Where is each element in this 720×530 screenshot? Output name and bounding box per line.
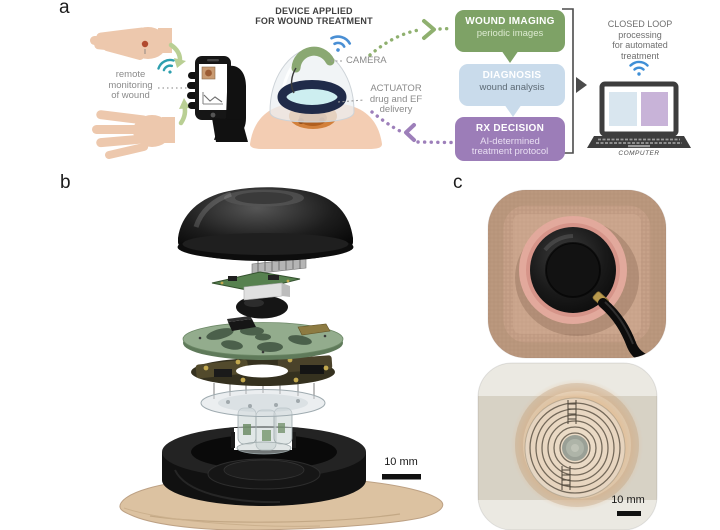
camera-cable (290, 67, 297, 94)
wound-imaging-title: WOUND IMAGING (465, 16, 555, 27)
green-cycle-arrow-bottom (178, 98, 190, 126)
bottom-hand-illustration (92, 110, 175, 159)
scale-bar-b-label: 10 mm (384, 456, 418, 468)
remote-line1: remote (115, 69, 146, 80)
closed-loop-line2: processing (618, 29, 662, 40)
rx-decision-title: RX DECISION (475, 123, 545, 134)
panel-b-label: b (60, 172, 71, 193)
remote-line3: of wound (111, 90, 150, 101)
flow-box-rx-decision: RX DECISION AI-determined treatment prot… (455, 117, 565, 161)
device-title-line2: FOR WOUND TREATMENT (255, 16, 373, 26)
scale-bar-c (617, 511, 641, 516)
closed-loop-bracket (562, 8, 587, 154)
scale-bar-b (382, 474, 421, 480)
exploded-green-disc-pcb (182, 316, 344, 360)
bubble-tail (501, 50, 520, 63)
diagnosis-subtitle: wound analysis (479, 82, 545, 93)
phone-screen-wound-photo (201, 66, 216, 80)
actuator-window (287, 88, 337, 106)
laptop-screen-right-panel (641, 92, 668, 126)
scale-bar-c-label: 10 mm (611, 494, 645, 506)
smartphone-illustration (187, 56, 248, 142)
phone-screen-chart (202, 92, 223, 105)
actuator-label: ACTUATOR drug and EF delivery (364, 83, 428, 116)
device-on-skin-illustration (250, 46, 382, 149)
closed-loop-line1: CLOSED LOOP (607, 19, 673, 29)
rx-subtitle-line1: AI-determined (480, 136, 540, 147)
rx-subtitle-line2: treatment protocol (471, 146, 549, 157)
diagnosis-title: DIAGNOSIS (482, 70, 542, 81)
remote-line2: monitoring (108, 79, 153, 91)
closed-loop-caption: CLOSED LOOP processing for automated tre… (596, 19, 684, 61)
wound-imaging-subtitle: periodic images (476, 28, 544, 39)
power-cable (598, 298, 663, 358)
device-title-line1: DEVICE APPLIED (275, 6, 353, 16)
panel-a-label: a (59, 0, 70, 18)
closed-loop-line3: for automated (612, 40, 668, 50)
phone-wifi-icon (157, 58, 175, 74)
top-hand-illustration (90, 27, 172, 60)
camera-arc (291, 46, 335, 73)
actuator-ring (277, 80, 347, 114)
exploded-flex-pcb (191, 355, 335, 386)
device-applied-title: DEVICE APPLIED FOR WOUND TREATMENT (250, 6, 378, 26)
wound-dot (141, 40, 149, 48)
photo-flexible-electrode-patch (478, 363, 657, 530)
flow-box-diagnosis: DIAGNOSIS wound analysis (459, 64, 565, 117)
actuator-line1: ACTUATOR (370, 83, 422, 94)
closed-loop-line4: treatment (620, 50, 660, 61)
green-dashed-arrow (368, 19, 454, 57)
bubble-tail (503, 104, 522, 117)
exploded-camera-pcb (211, 256, 307, 301)
exploded-dome-cap (177, 187, 354, 261)
laptop-illustration (587, 81, 691, 148)
camera-label: CAMERA (346, 55, 387, 66)
photo-device-applied (488, 190, 666, 358)
device-wifi-icon (330, 35, 352, 52)
computer-label: COMPUTER (618, 150, 660, 157)
remote-monitoring-caption: remote monitoring of wound (93, 69, 168, 102)
laptop-screen-left-panel (609, 92, 637, 126)
panel-c-label: c (453, 172, 463, 193)
exploded-lens-dome (236, 295, 288, 319)
exploded-reservoirs (236, 407, 293, 455)
flow-box-wound-imaging: WOUND IMAGING periodic images (455, 10, 565, 63)
actuator-line3: delivery (379, 104, 413, 115)
computer-wifi-icon (629, 60, 649, 76)
actuator-line2: drug and EF (369, 93, 423, 105)
green-cycle-arrow-top (168, 42, 186, 68)
concentric-electrode-traces (524, 397, 626, 499)
purple-dashed-arrow (370, 110, 454, 145)
